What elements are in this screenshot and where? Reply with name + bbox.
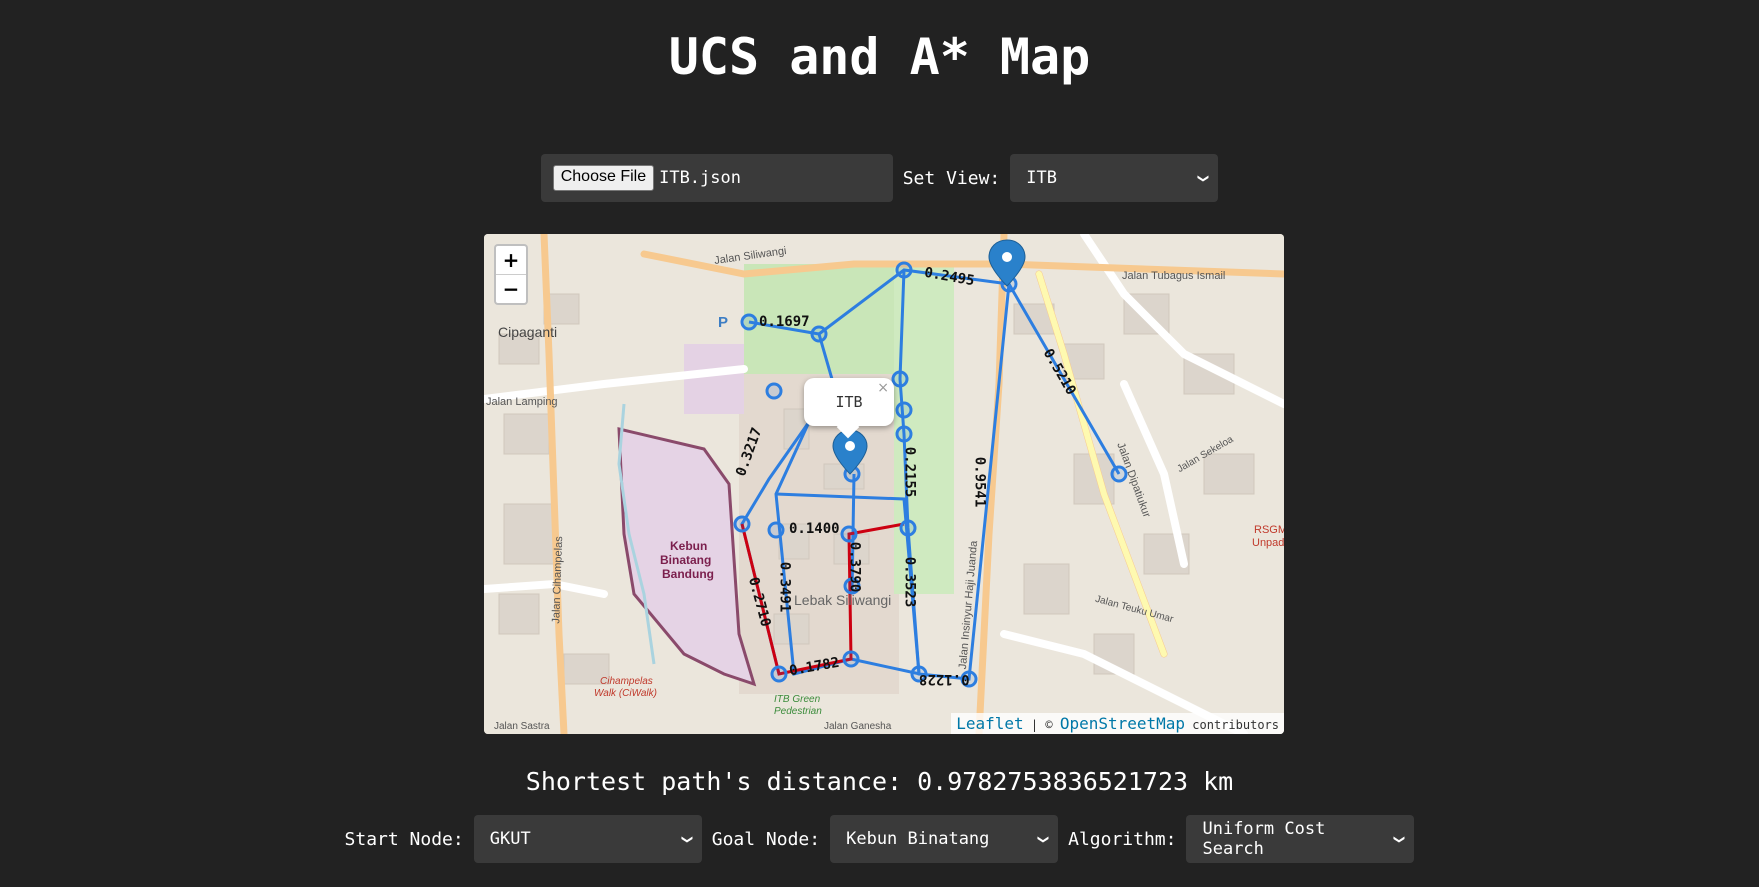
zoo-area (617, 427, 757, 687)
goal-node-select[interactable]: Kebun Binatang ❯ (830, 815, 1059, 863)
purple-block (684, 344, 744, 414)
popup-close-button[interactable]: × (877, 380, 889, 396)
map-tiles (484, 234, 1284, 734)
chevron-down-icon: ❯ (1393, 834, 1407, 844)
osm-link[interactable]: OpenStreetMap (1059, 714, 1186, 733)
popup-text: ITB (835, 393, 863, 411)
page-title: UCS and A* Map (668, 28, 1091, 86)
algorithm-select[interactable]: Uniform Cost Search ❯ (1186, 815, 1415, 863)
algorithm-value: Uniform Cost Search (1202, 819, 1326, 859)
chevron-down-icon: ❯ (1037, 834, 1050, 844)
chevron-down-icon: ❯ (1197, 173, 1211, 183)
river (617, 403, 656, 665)
set-view-label: Set View: (902, 167, 1001, 189)
chevron-down-icon: ❯ (680, 834, 694, 844)
map-marker-icon[interactable] (832, 429, 868, 475)
goal-node-label: Goal Node: (711, 828, 821, 850)
file-input[interactable]: Choose File ITB.json (540, 154, 893, 202)
map-popup: ITB × (804, 378, 894, 439)
graph-nodes (733, 261, 1128, 688)
distance-unit: km (1203, 767, 1234, 796)
file-name: ITB.json (659, 168, 741, 188)
graph-edges (740, 268, 1121, 681)
campus-park (744, 264, 894, 374)
zoom-out-button[interactable]: − (502, 277, 520, 301)
set-view-select[interactable]: ITB ❯ (1010, 154, 1219, 202)
set-view-value: ITB (1026, 168, 1057, 188)
start-node-value: GKUT (489, 829, 531, 849)
distance-label: Shortest path's distance: (525, 767, 903, 796)
leaflet-link[interactable]: Leaflet (956, 714, 1024, 733)
choose-file-button[interactable]: Choose File (552, 165, 655, 191)
start-node-select[interactable]: GKUT ❯ (473, 815, 702, 863)
zoom-in-button[interactable]: + (496, 246, 526, 275)
map-marker-icon[interactable] (988, 239, 1026, 287)
attribution-separator: | © (1030, 718, 1053, 732)
shortest-path (740, 522, 905, 676)
search-controls: Start Node: GKUT ❯ Goal Node: Kebun Bina… (0, 815, 1759, 863)
map-view[interactable]: 0.1697 0.2495 0.3217 0.1400 0.2155 0.349… (484, 234, 1284, 734)
algorithm-label: Algorithm: (1068, 828, 1177, 850)
map-attribution: Leaflet | © OpenStreetMap contributors (951, 713, 1284, 734)
distance-readout: Shortest path's distance: 0.978275383652… (0, 767, 1759, 796)
distance-value: 0.9782753836521723 (917, 767, 1189, 796)
attribution-contributors: contributors (1192, 718, 1279, 732)
top-controls: Choose File ITB.json Set View: ITB ❯ (0, 154, 1759, 202)
goal-node-value: Kebun Binatang (846, 829, 990, 849)
itb-campus (739, 374, 899, 694)
start-node-label: Start Node: (344, 828, 464, 850)
zoom-control: + − (494, 244, 528, 305)
